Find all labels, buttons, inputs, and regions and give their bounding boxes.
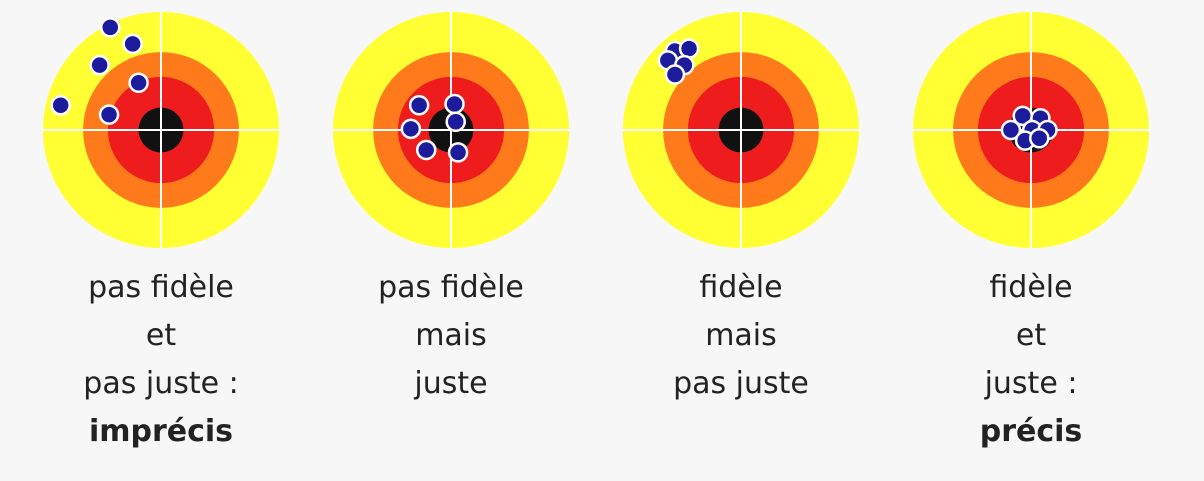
- caption-line: pas juste :: [11, 360, 311, 408]
- shot-dot: [124, 35, 142, 53]
- caption-line: et: [11, 312, 311, 360]
- shot-dot: [100, 106, 118, 124]
- caption-line: pas fidèle: [11, 264, 311, 312]
- shot-dot: [101, 18, 119, 36]
- shot-dot: [91, 56, 109, 74]
- shot-dot: [402, 120, 420, 138]
- shot-dot: [130, 74, 148, 92]
- shot-dot: [417, 141, 435, 159]
- shot-dot: [680, 40, 698, 58]
- caption-verdict: imprécis: [11, 408, 311, 456]
- caption-line: mais: [301, 312, 601, 360]
- shot-dot: [1030, 129, 1048, 147]
- shot-dot: [666, 66, 684, 84]
- shot-dot: [52, 96, 70, 114]
- caption-line: mais: [591, 312, 891, 360]
- caption-line: pas fidèle: [301, 264, 601, 312]
- shot-dot: [447, 113, 465, 131]
- target-icon: [11, 0, 311, 262]
- caption-line: pas juste: [591, 360, 891, 408]
- caption-line: juste: [301, 360, 601, 408]
- caption-line: fidèle: [881, 264, 1181, 312]
- target-icon: [301, 0, 601, 262]
- shot-dot: [449, 143, 467, 161]
- target-icon: [591, 0, 891, 262]
- caption-line: juste :: [881, 360, 1181, 408]
- shot-dot: [446, 95, 464, 113]
- caption-line: fidèle: [591, 264, 891, 312]
- caption-verdict: précis: [881, 408, 1181, 456]
- caption-line: et: [881, 312, 1181, 360]
- target-icon: [881, 0, 1181, 262]
- shot-dot: [410, 96, 428, 114]
